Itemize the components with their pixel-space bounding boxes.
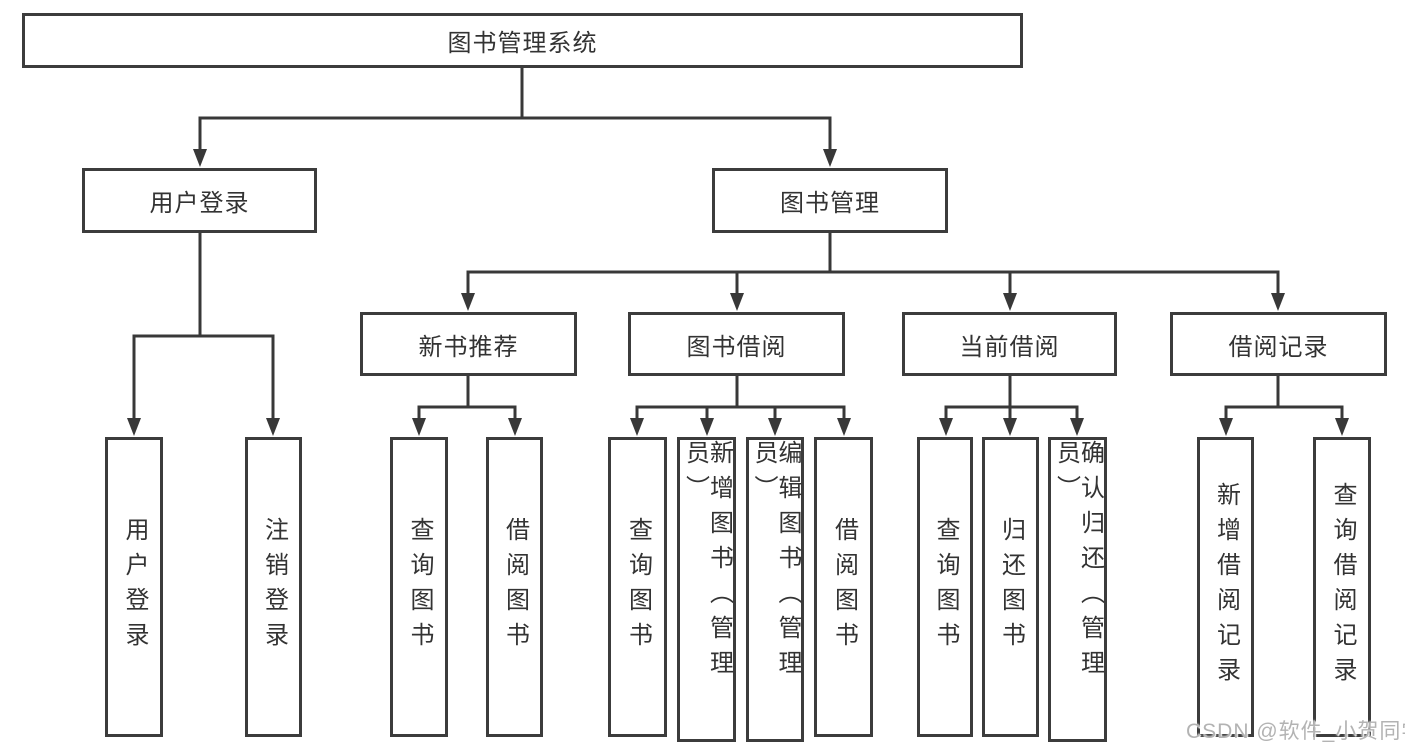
- edge-userlogin-to-leaves: [132, 233, 275, 421]
- arrowhead: [823, 149, 837, 167]
- node-label: 新增借阅记录: [1212, 482, 1240, 692]
- leaf-query-books-3: 查询图书: [917, 437, 973, 737]
- arrowhead: [266, 418, 280, 436]
- leaf-query-books-1: 查询图书: [390, 437, 448, 737]
- leaf-return-book: 归还图书: [982, 437, 1039, 737]
- arrowhead: [193, 149, 207, 167]
- edge-borrowrecords-to-leaves: [1224, 376, 1344, 421]
- edge-root-to-level1: [198, 68, 832, 152]
- leaf-borrow-books-2: 借阅图书: [814, 437, 873, 737]
- arrowhead: [461, 293, 475, 311]
- node-root-library-system: 图书管理系统: [22, 13, 1023, 68]
- node-label: 归还图书: [997, 517, 1025, 657]
- node-current-borrowing: 当前借阅: [902, 312, 1117, 376]
- node-label: 图书管理系统: [447, 30, 598, 57]
- node-label: 查询图书: [624, 517, 652, 657]
- arrowhead: [1335, 418, 1349, 436]
- node-label: 图书借阅: [686, 333, 787, 361]
- node-label: 确认归还（管理员）: [1052, 440, 1104, 685]
- leaf-user-login: 用户登录: [105, 437, 163, 737]
- node-label: 新书推荐: [418, 333, 519, 361]
- leaf-query-borrow-record: 查询借阅记录: [1313, 437, 1371, 737]
- edge-bookborrow-to-leaves: [635, 376, 846, 421]
- arrowhead: [630, 418, 644, 436]
- arrowhead: [1003, 418, 1017, 436]
- node-label: 用户登录: [149, 190, 250, 217]
- node-label: 借阅记录: [1228, 333, 1329, 361]
- node-label: 新增图书（管理员）: [681, 440, 733, 685]
- node-label: 用户登录: [121, 517, 148, 657]
- node-label: 当前借阅: [959, 333, 1060, 361]
- arrowhead: [1070, 418, 1084, 436]
- leaf-confirm-return-admin: 确认归还（管理员）: [1048, 437, 1107, 742]
- node-user-login: 用户登录: [82, 168, 317, 233]
- node-label: 借阅图书: [501, 517, 529, 657]
- node-label: 借阅图书: [830, 517, 858, 657]
- edge-bookmgmt-to-level2: [466, 233, 1280, 296]
- node-label: 注销登录: [260, 517, 288, 657]
- arrowhead: [1003, 293, 1017, 311]
- arrowhead: [939, 418, 953, 436]
- arrowhead: [837, 418, 851, 436]
- arrowhead: [1219, 418, 1233, 436]
- edge-currentborrow-to-leaves: [944, 376, 1079, 421]
- arrowhead: [127, 418, 141, 436]
- arrowhead: [1271, 293, 1285, 311]
- leaf-edit-book-admin: 编辑图书（管理员）: [746, 437, 804, 742]
- node-book-borrowing: 图书借阅: [628, 312, 845, 376]
- leaf-add-borrow-record: 新增借阅记录: [1197, 437, 1254, 737]
- arrowhead: [412, 418, 426, 436]
- arrowhead: [730, 293, 744, 311]
- leaf-query-books-2: 查询图书: [608, 437, 667, 737]
- arrowhead: [700, 418, 714, 436]
- node-label: 查询图书: [406, 517, 433, 657]
- node-label: 查询借阅记录: [1329, 482, 1356, 692]
- leaf-add-book-admin: 新增图书（管理员）: [677, 437, 736, 742]
- leaf-borrow-books-1: 借阅图书: [486, 437, 543, 737]
- node-label: 查询图书: [932, 517, 959, 657]
- arrowhead: [768, 418, 782, 436]
- node-borrowing-records: 借阅记录: [1170, 312, 1387, 376]
- leaf-logout: 注销登录: [245, 437, 302, 737]
- arrowhead: [508, 418, 522, 436]
- node-label: 图书管理: [780, 190, 880, 217]
- node-label: 编辑图书（管理员）: [750, 440, 801, 685]
- node-book-management: 图书管理: [712, 168, 948, 233]
- node-new-book-recommend: 新书推荐: [360, 312, 577, 376]
- csdn-watermark: CSDN @软件_小贺同学: [1186, 720, 1405, 743]
- edge-newbookrec-to-leaves: [417, 376, 517, 421]
